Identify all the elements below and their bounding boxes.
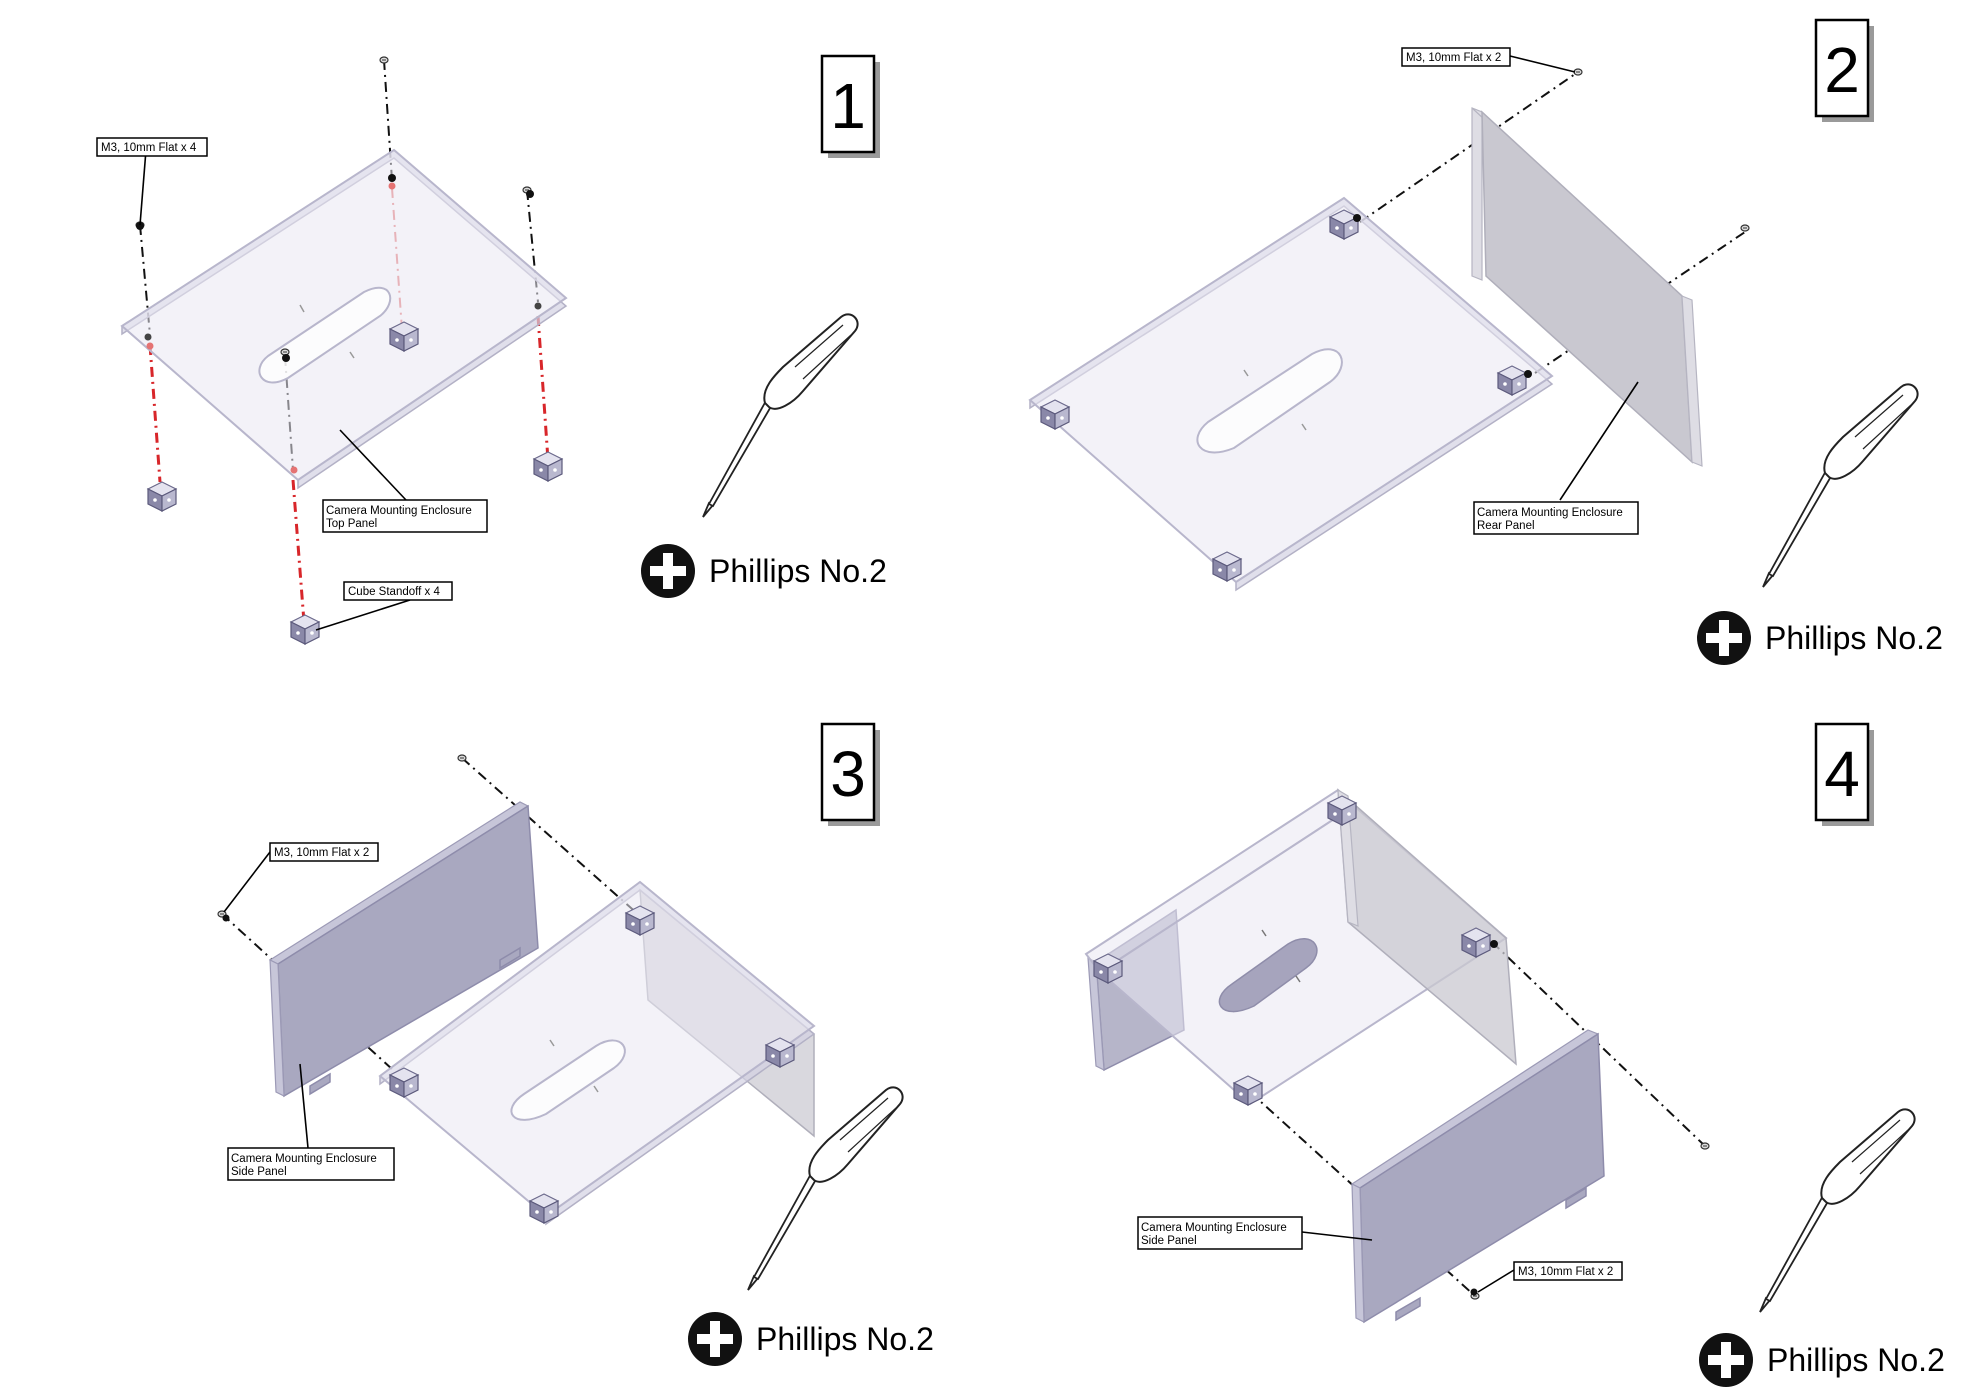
svg-text:Side Panel: Side Panel bbox=[1141, 1235, 1197, 1247]
callout-side-panel-step-3: Camera Mounting Enclosure Side Panel bbox=[227, 1063, 395, 1181]
svg-text:M3, 10mm Flat x 2: M3, 10mm Flat x 2 bbox=[1518, 1266, 1613, 1278]
svg-text:Rear Panel: Rear Panel bbox=[1477, 520, 1535, 532]
step-2: 2 bbox=[1028, 18, 1943, 665]
top-panel-illustration bbox=[120, 148, 568, 490]
step-1-screws bbox=[135, 56, 542, 474]
step-4: 4 bbox=[1084, 722, 1945, 1387]
step-1-screwdriver-icon bbox=[702, 313, 859, 518]
step-2-screws bbox=[1573, 68, 1750, 232]
svg-text:Side Panel: Side Panel bbox=[231, 1166, 287, 1178]
step-1-number: 1 bbox=[830, 70, 866, 142]
callout-cube-standoff: Cube Standoff x 4 bbox=[315, 581, 453, 631]
step-2-screwdriver-icon bbox=[1762, 383, 1919, 588]
step-4-tool-label: Phillips No.2 bbox=[1767, 1342, 1945, 1378]
rear-panel-illustration bbox=[1471, 107, 1703, 467]
step-2-number: 2 bbox=[1824, 34, 1860, 106]
step-2-tool-label: Phillips No.2 bbox=[1765, 620, 1943, 656]
step-4-side-panel bbox=[1350, 1029, 1605, 1324]
callout-rear-panel: Camera Mounting Enclosure Rear Panel bbox=[1473, 381, 1639, 535]
step-4-number: 4 bbox=[1824, 738, 1860, 810]
svg-text:Top Panel: Top Panel bbox=[326, 518, 377, 530]
callout-screws-step-3: M3, 10mm Flat x 2 bbox=[223, 842, 379, 913]
step-4-phillips-head-icon bbox=[1699, 1333, 1753, 1387]
svg-text:Camera Mounting Enclosure: Camera Mounting Enclosure bbox=[1477, 507, 1623, 519]
side-panel-illustration bbox=[268, 801, 539, 1098]
step-3-screw-axes bbox=[221, 757, 641, 1081]
callout-screws-step-2: M3, 10mm Flat x 2 bbox=[1401, 47, 1576, 73]
svg-text:Camera Mounting Enclosure: Camera Mounting Enclosure bbox=[231, 1153, 377, 1165]
step-2-number-box: 2 bbox=[1814, 18, 1874, 122]
svg-text:Cube Standoff x 4: Cube Standoff x 4 bbox=[348, 586, 440, 598]
callout-screws-step-1: M3, 10mm Flat x 4 bbox=[96, 137, 208, 226]
step-3-phillips-head-icon bbox=[688, 1312, 742, 1366]
step-3-screws bbox=[217, 754, 467, 922]
svg-text:Camera Mounting Enclosure: Camera Mounting Enclosure bbox=[1141, 1222, 1287, 1234]
svg-text:M3, 10mm Flat x 4: M3, 10mm Flat x 4 bbox=[101, 142, 197, 154]
step-4-screwdriver-icon bbox=[1759, 1108, 1916, 1313]
step-3-base-assembly bbox=[378, 880, 816, 1226]
callout-side-panel-step-4: Camera Mounting Enclosure Side Panel bbox=[1137, 1216, 1373, 1250]
step-3-number-box: 3 bbox=[820, 722, 880, 826]
step-3-screwdriver-icon bbox=[747, 1086, 904, 1291]
step-1-phillips-head-icon bbox=[641, 544, 695, 598]
step-3: 3 bbox=[217, 722, 934, 1366]
step-1-tool-label: Phillips No.2 bbox=[709, 553, 887, 589]
step-4-screws bbox=[1470, 1142, 1710, 1300]
step-4-number-box: 4 bbox=[1814, 722, 1874, 826]
svg-text:M3, 10mm Flat x 2: M3, 10mm Flat x 2 bbox=[1406, 52, 1501, 64]
step-1: 1 bbox=[96, 54, 887, 645]
step-1-number-box: 1 bbox=[820, 54, 880, 158]
step-4-box-assembly bbox=[1084, 788, 1517, 1106]
step-3-number: 3 bbox=[830, 738, 866, 810]
svg-text:Camera Mounting Enclosure: Camera Mounting Enclosure bbox=[326, 505, 472, 517]
callout-top-panel: Camera Mounting Enclosure Top Panel bbox=[322, 429, 488, 533]
step-2-top-panel bbox=[1028, 196, 1554, 592]
step-2-phillips-head-icon bbox=[1697, 611, 1751, 665]
callout-screws-step-4: M3, 10mm Flat x 2 bbox=[1477, 1261, 1623, 1293]
step-3-tool-label: Phillips No.2 bbox=[756, 1321, 934, 1357]
svg-text:M3, 10mm Flat x 2: M3, 10mm Flat x 2 bbox=[274, 847, 369, 859]
